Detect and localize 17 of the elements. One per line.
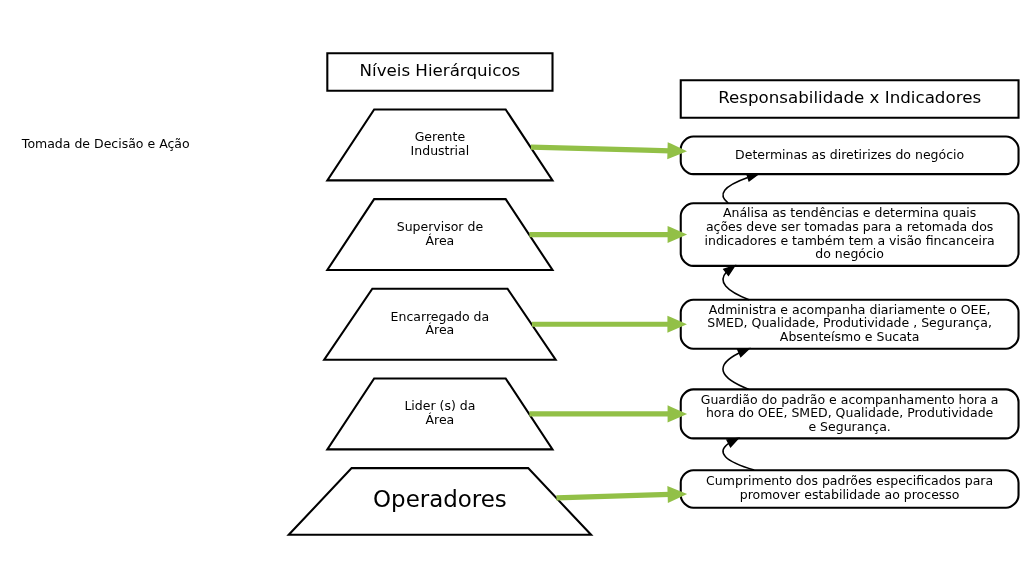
arrow [722,264,750,301]
arrow [722,347,752,391]
node-box: Cumprimento dos padrões especificados para promover estabilidade ao processo [679,469,1020,509]
arrow [529,226,688,244]
arrow [722,437,755,471]
arrow [529,405,688,423]
node-box: Administra e acompanha diariamente o OEE, SMED, Qualidade, Produtividade , Segurança, Absenteísmo e Sucata [679,298,1020,350]
arrow [722,173,761,204]
node-box: Níveis Hierárquicos [326,52,554,92]
node-box: Responsabilidade x Indicadores [679,79,1020,119]
node-box: Análisa as tendências e determina quais ações deve ser tomadas para a retomada dos indicadores e também tem a visão fincanceira do negócio [679,202,1020,267]
node-box: Determinas as diretirizes do negócio [679,135,1020,176]
label: Tomada de Decisão e Ação [21,136,190,152]
arrow [556,485,688,504]
arrow [531,315,687,333]
node-box: Guardião do padrão e acompanhamento hora a hora do OEE, SMED, Qualidade, Produtividade e Segurança. [679,388,1020,440]
arrow [530,142,687,160]
